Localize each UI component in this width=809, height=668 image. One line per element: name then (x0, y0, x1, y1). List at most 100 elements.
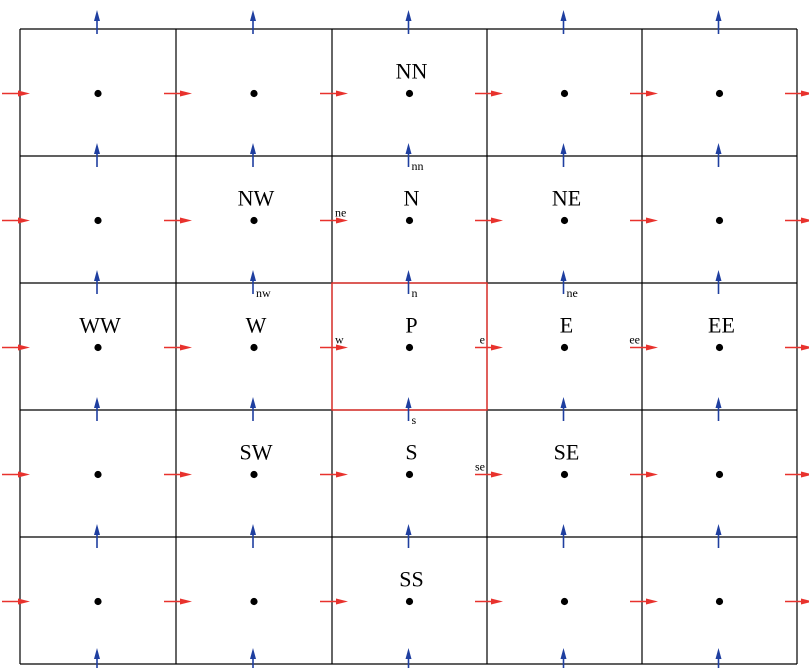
cell-label: NW (238, 186, 275, 211)
arrow-head (250, 270, 256, 281)
v-velocity-arrow (94, 270, 100, 294)
arrow-head (180, 471, 192, 478)
arrow-head (491, 344, 503, 351)
v-velocity-arrow (560, 10, 567, 34)
v-velocity-arrow (250, 270, 256, 294)
face-label: ne (567, 286, 578, 300)
arrow-head (250, 397, 256, 408)
v-velocity-arrow (560, 524, 567, 548)
pressure-node (560, 89, 569, 98)
arrow-head (250, 524, 256, 535)
u-velocity-arrow (320, 90, 348, 97)
pressure-node (405, 343, 414, 352)
arrow-head (405, 397, 412, 408)
arrow-head (405, 270, 412, 281)
face-label: nn (412, 159, 424, 173)
arrow-head (336, 471, 348, 478)
face-label: nw (256, 286, 271, 300)
v-velocity-arrow (250, 143, 256, 167)
v-velocity-arrow (715, 524, 722, 548)
v-velocity-arrow (560, 143, 567, 167)
u-velocity-arrow (785, 471, 809, 478)
arrow-head (646, 344, 658, 351)
v-velocity-arrow (560, 648, 567, 668)
u-velocity-arrow (475, 471, 503, 478)
v-velocity-arrow (405, 648, 412, 668)
u-velocity-arrow (320, 344, 348, 351)
arrow-head (250, 10, 256, 21)
u-velocity-arrow (630, 217, 658, 224)
cell-label: N (404, 186, 420, 211)
pressure-node (94, 216, 102, 225)
face-label: w (335, 333, 344, 347)
pressure-nodes (94, 89, 724, 606)
pressure-node (405, 470, 414, 479)
pressure-node (250, 470, 258, 479)
u-velocity-arrow (2, 598, 30, 605)
pressure-node (250, 597, 258, 606)
v-velocity-arrow (405, 397, 412, 421)
cell-label: W (246, 313, 267, 338)
arrow-head (560, 143, 567, 154)
u-velocity-arrow (475, 90, 503, 97)
arrow-head (405, 10, 412, 21)
arrow-head (94, 270, 100, 281)
arrow-head (250, 143, 256, 154)
u-velocity-arrow (630, 471, 658, 478)
cell-label: NE (552, 186, 581, 211)
u-velocity-arrow (2, 90, 30, 97)
u-velocity-arrow (2, 344, 30, 351)
u-velocity-arrow (630, 344, 658, 351)
arrow-head (336, 598, 348, 605)
arrow-head (801, 598, 809, 605)
u-velocity-arrow (320, 471, 348, 478)
u-velocity-arrow (630, 90, 658, 97)
arrow-head (646, 90, 658, 97)
arrow-head (94, 10, 100, 21)
arrow-head (715, 397, 722, 408)
u-velocity-arrow (164, 471, 192, 478)
pressure-node (715, 597, 724, 606)
arrow-head (336, 217, 348, 224)
pressure-node (405, 216, 414, 225)
arrow-head (715, 524, 722, 535)
arrow-head (405, 648, 412, 659)
arrow-head (801, 344, 809, 351)
arrow-head (94, 397, 100, 408)
face-label: ne (335, 206, 346, 220)
face-label: n (412, 286, 418, 300)
v-velocity-arrow (250, 524, 256, 548)
highlighted-control-volume (331, 282, 488, 411)
pressure-node (560, 216, 569, 225)
u-velocity-arrow (475, 344, 503, 351)
arrow-head (560, 524, 567, 535)
arrow-head (180, 598, 192, 605)
pressure-node (94, 89, 102, 98)
face-label: s (412, 413, 417, 427)
arrow-head (18, 90, 30, 97)
arrow-head (715, 143, 722, 154)
arrow-head (491, 471, 503, 478)
v-velocity-arrow (560, 397, 567, 421)
cell-label: NN (396, 59, 428, 84)
v-velocity-arrow (94, 397, 100, 421)
v-velocity-arrow (405, 270, 412, 294)
arrow-head (646, 598, 658, 605)
pressure-node (250, 216, 258, 225)
cell-label: EE (708, 313, 735, 338)
u-velocity-arrow (785, 217, 809, 224)
arrow-head (491, 217, 503, 224)
arrow-head (560, 270, 567, 281)
v-velocity-arrow (405, 143, 412, 167)
pressure-node (560, 343, 569, 352)
u-velocity-arrow (2, 217, 30, 224)
face-label: se (475, 460, 485, 474)
u-velocity-arrow (785, 598, 809, 605)
arrow-head (18, 217, 30, 224)
cell-label: E (560, 313, 573, 338)
arrow-head (715, 270, 722, 281)
arrow-head (180, 90, 192, 97)
pressure-node (405, 89, 414, 98)
v-velocity-arrow (94, 648, 100, 668)
